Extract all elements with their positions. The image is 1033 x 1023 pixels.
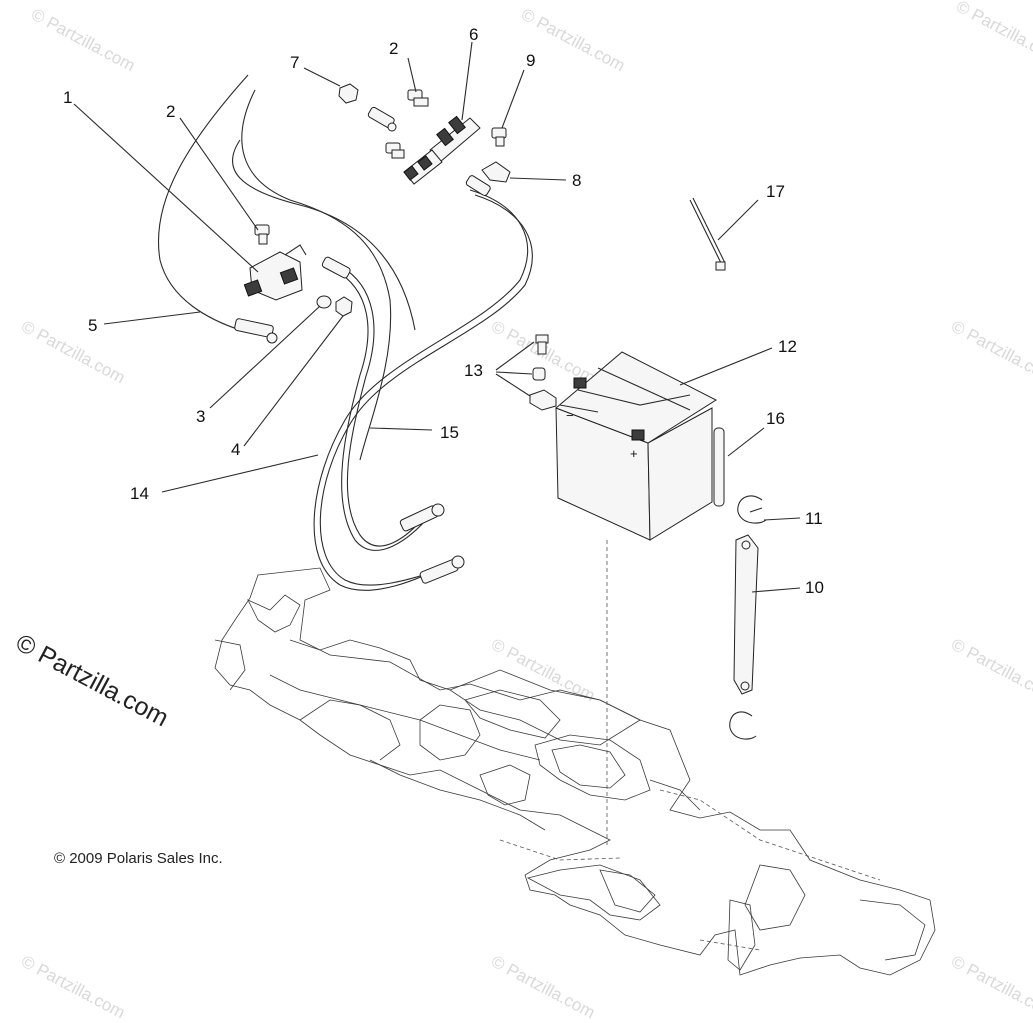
clip [729,711,757,740]
watermark-text: © Partzilla.com [18,317,128,388]
watermark-text: © Partzilla.com [28,5,138,76]
callout-2: 2 [166,102,175,121]
bolt [407,89,429,107]
watermark-main: © Partzilla.com [11,629,173,733]
terminal-end [465,175,491,196]
bolt [491,127,507,147]
watermark-text: © Partzilla.com [18,952,128,1023]
vehicle-frame [214,567,936,976]
cable-terminals [234,106,491,584]
terminal-eye [431,503,445,517]
solenoid [243,244,307,301]
spacer [535,334,549,355]
clip [737,495,767,524]
cable-5 [158,74,416,461]
callout-16: 16 [766,409,785,428]
callout-3: 3 [196,407,205,426]
callout-labels: 1 2 2 3 4 5 6 7 8 9 10 11 12 13 14 15 16… [63,25,824,597]
terminal-block [529,389,557,411]
watermarks: © Partzilla.com © Partzilla.com © Partzi… [11,0,1033,1022]
battery-neg-mark: − [566,408,574,423]
cable-15 [334,265,431,551]
fuse-block [403,115,481,185]
spacer [532,367,546,381]
terminal-eye [266,332,278,344]
callout-10: 10 [805,578,824,597]
watermark-text: © Partzilla.com [948,317,1033,388]
terminal-end [234,318,274,338]
washer [316,295,332,309]
terminal-eye [451,555,465,569]
callout-14: 14 [130,484,149,503]
callout-6: 6 [469,25,478,44]
hold-down-strap [733,534,759,695]
battery-post [713,427,725,507]
callout-11: 11 [805,509,823,528]
callout-8: 8 [572,171,581,190]
terminal-end [321,256,351,279]
callout-2: 2 [389,39,398,58]
watermark-text: © Partzilla.com [948,952,1033,1023]
watermark-text: © Partzilla.com [488,952,598,1023]
callout-7: 7 [290,53,299,72]
callout-5: 5 [88,316,97,335]
callout-13: 13 [464,361,483,380]
callout-15: 15 [440,423,459,442]
terminal-eye [387,122,397,132]
callout-17: 17 [766,182,785,201]
bracket [481,161,511,183]
battery: + − [555,351,718,541]
cable-tie [689,197,726,271]
nut [335,296,353,317]
nut [338,83,359,104]
copyright-notice: © 2009 Polaris Sales Inc. [54,850,223,867]
watermark-text: © Partzilla.com [948,635,1033,706]
callout-1: 1 [63,88,72,107]
callout-9: 9 [526,51,535,70]
bolt [254,224,270,245]
leader-lines [73,41,801,593]
callout-4: 4 [231,440,240,459]
battery-pos-mark: + [630,446,638,461]
cable-14 [313,189,533,591]
watermark-text: © Partzilla.com [953,0,1033,67]
bolt [385,142,405,159]
callout-12: 12 [778,337,797,356]
